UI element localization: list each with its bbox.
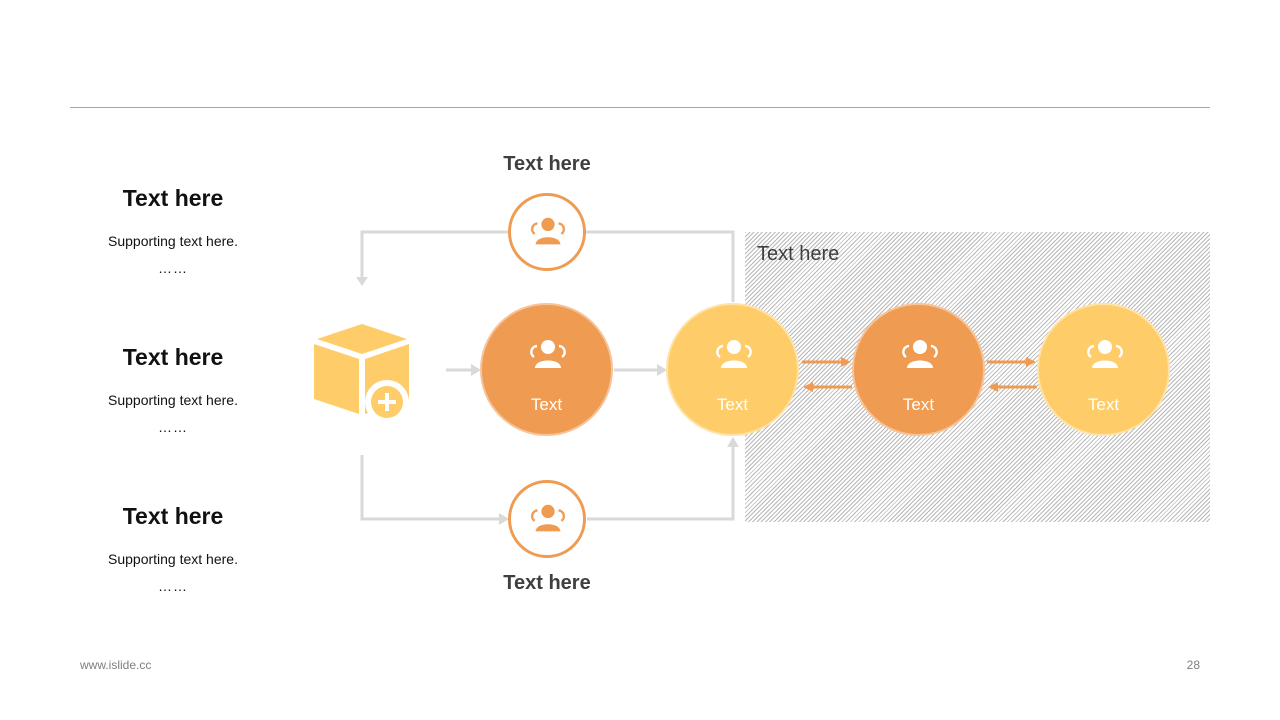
page-number: 28 [1186, 658, 1200, 672]
flow-node-4: Text [1037, 303, 1170, 436]
region-label: Text here [757, 243, 840, 265]
flow-node-4-label: Text [1087, 395, 1120, 414]
bottom-branch-node [508, 480, 586, 558]
top-right-connector [586, 230, 735, 302]
user-group-icon [530, 217, 566, 245]
left-item-1-title: Text here [122, 185, 224, 211]
flow-node-1-label: Text [530, 395, 563, 414]
top-branch-label: Text here [503, 153, 591, 175]
footer-url: www.islide.cc [80, 658, 152, 672]
left-item-1-subtitle: Supporting text here. [108, 233, 238, 249]
arrowhead-right-bottom [499, 513, 509, 525]
cube-add-icon [314, 324, 409, 420]
left-item-3-dots: …… [158, 578, 188, 594]
flow-node-3-label: Text [902, 395, 935, 414]
user-group-icon [1087, 340, 1123, 368]
left-item-3-title: Text here [122, 503, 224, 529]
left-item-2-subtitle: Supporting text here. [108, 392, 238, 408]
user-group-icon [530, 340, 566, 368]
arrowhead-down [356, 277, 368, 286]
flow-node-2: Text [666, 303, 799, 436]
bottom-left-connector [360, 455, 500, 521]
arrowhead-right-source [471, 364, 481, 376]
left-item-2-title: Text here [122, 344, 224, 370]
flow-node-1: Text [480, 303, 613, 436]
top-branch-node [508, 193, 586, 271]
flow-node-3: Text [852, 303, 985, 436]
top-divider [70, 107, 1210, 108]
user-group-icon [530, 504, 566, 532]
flow-node-2-label: Text [716, 395, 749, 414]
bottom-branch-label: Text here [503, 572, 591, 594]
top-left-connector [360, 230, 510, 278]
user-group-icon [902, 340, 938, 368]
left-item-1-dots: …… [158, 260, 188, 276]
left-item-3-subtitle: Supporting text here. [108, 551, 238, 567]
bottom-right-connector [587, 445, 735, 521]
arrowhead-up [727, 437, 739, 447]
arrowhead-right-node1 [657, 364, 667, 376]
left-item-2-dots: …… [158, 419, 188, 435]
user-group-icon [716, 340, 752, 368]
